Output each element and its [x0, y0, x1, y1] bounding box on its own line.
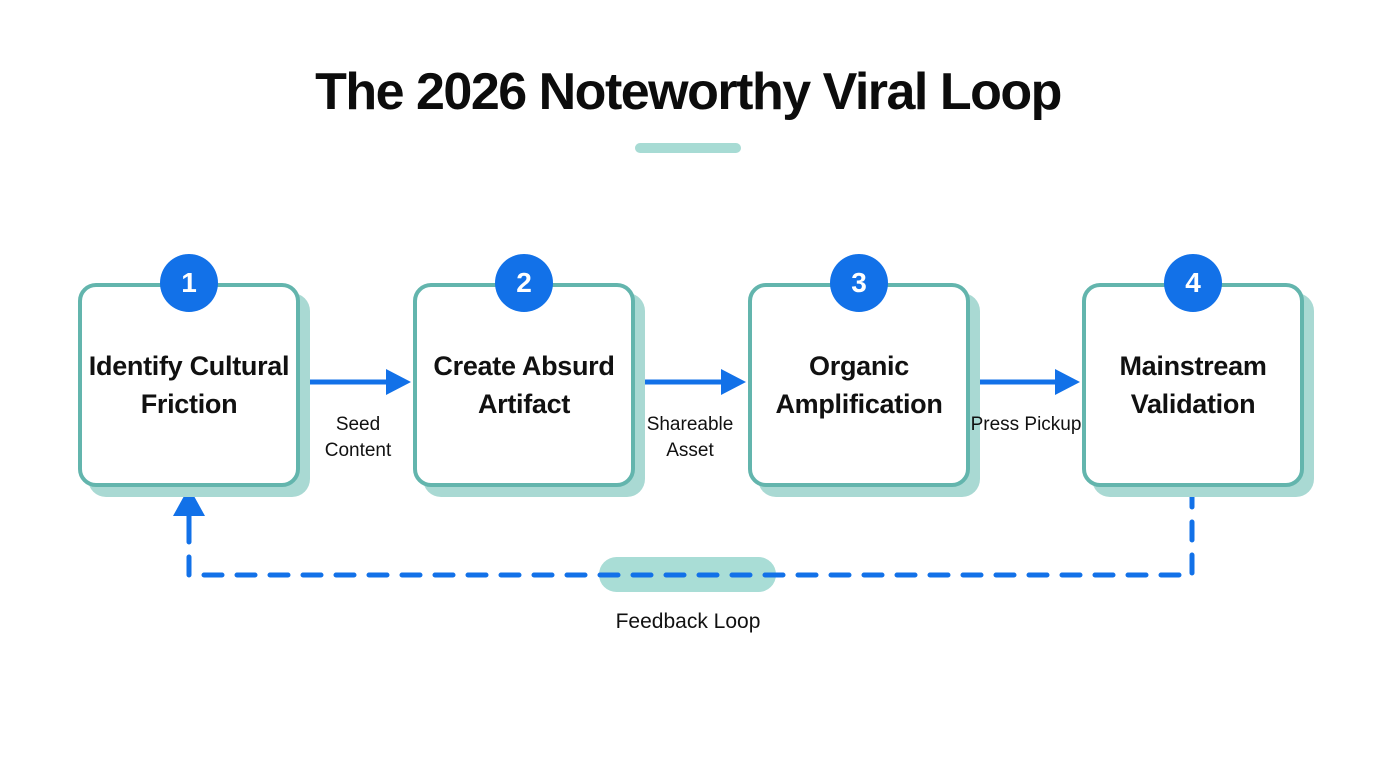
step-number-badge: 2 [495, 254, 553, 312]
step-label: Create Absurd Artifact [433, 351, 615, 419]
step-number-badge: 3 [830, 254, 888, 312]
step-label: Organic Amplification [775, 351, 943, 419]
step-box-mainstream-validation: 4 Mainstream Validation [1082, 254, 1304, 487]
step-number-badge: 4 [1164, 254, 1222, 312]
feedback-loop-dashed-path [186, 486, 1195, 578]
flow-arrowhead-2-icon [721, 369, 746, 395]
feedback-arrowhead-icon [173, 487, 205, 516]
feedback-highlight-pill [599, 557, 776, 592]
step-box-create-absurd-artifact: 2 Create Absurd Artifact [413, 254, 635, 487]
feedback-loop-label: Feedback Loop [615, 610, 761, 633]
flow-arrowhead-3-icon [1055, 369, 1080, 395]
page-title: The 2026 Noteworthy Viral Loop [315, 63, 1062, 121]
step-label: Identify Cultural Friction [88, 351, 290, 419]
connector-label-shareable-asset: Shareable Asset [646, 414, 734, 461]
step-label: Mainstream Validation [1119, 351, 1267, 419]
step-box-organic-amplification: 3 Organic Amplification [748, 254, 970, 487]
step-number-badge: 1 [160, 254, 218, 312]
step-box-identify-cultural-friction: 1 Identify Cultural Friction [78, 254, 300, 487]
flow-arrowhead-1-icon [386, 369, 411, 395]
connector-label-press-pickup: Press Pickup [970, 414, 1082, 435]
connector-label-seed-content: Seed Content [324, 414, 392, 461]
title-underline-accent [635, 143, 741, 153]
